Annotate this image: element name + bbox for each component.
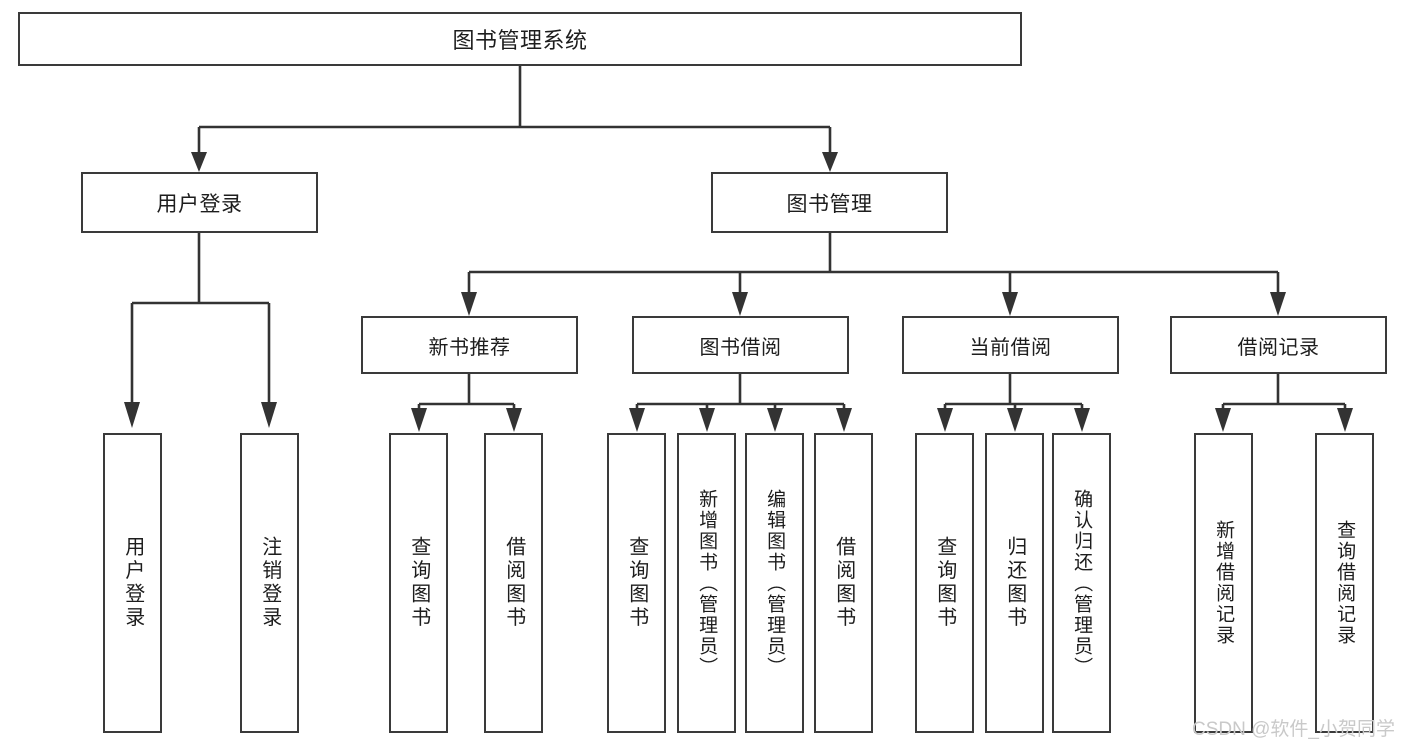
leaf-label: 确认归还（管理员） — [1071, 488, 1093, 678]
leaf-label: 注销登录 — [258, 536, 281, 630]
leaf-label: 查询图书 — [933, 536, 956, 630]
leaf-add-borrowing-record[interactable]: 新增借阅记录 — [1194, 433, 1253, 733]
node-borrowing-records[interactable]: 借阅记录 — [1170, 316, 1387, 374]
leaf-label: 用户登录 — [121, 536, 144, 630]
leaf-borrow-books-under-recommendation[interactable]: 借阅图书 — [484, 433, 543, 733]
leaf-label: 借阅图书 — [832, 536, 855, 630]
leaf-label: 查询图书 — [407, 536, 430, 630]
node-root-book-management-system[interactable]: 图书管理系统 — [18, 12, 1022, 66]
leaf-query-borrowing-record[interactable]: 查询借阅记录 — [1315, 433, 1374, 733]
leaf-edit-book-admin[interactable]: 编辑图书（管理员） — [745, 433, 804, 733]
leaf-borrow-books-under-borrowing[interactable]: 借阅图书 — [814, 433, 873, 733]
leaf-label: 归还图书 — [1003, 536, 1026, 630]
leaf-logout[interactable]: 注销登录 — [240, 433, 299, 733]
node-user-login[interactable]: 用户登录 — [81, 172, 318, 233]
leaf-query-books-under-borrowing[interactable]: 查询图书 — [607, 433, 666, 733]
leaf-label: 新增图书（管理员） — [696, 488, 718, 678]
node-book-borrowing[interactable]: 图书借阅 — [632, 316, 849, 374]
node-current-borrowing[interactable]: 当前借阅 — [902, 316, 1119, 374]
leaf-label: 查询借阅记录 — [1334, 520, 1356, 646]
leaf-confirm-return-admin[interactable]: 确认归还（管理员） — [1052, 433, 1111, 733]
leaf-label: 新增借阅记录 — [1213, 520, 1235, 646]
node-new-book-recommendation[interactable]: 新书推荐 — [361, 316, 578, 374]
leaf-query-books-under-current[interactable]: 查询图书 — [915, 433, 974, 733]
leaf-query-books-under-recommendation[interactable]: 查询图书 — [389, 433, 448, 733]
leaf-label: 编辑图书（管理员） — [764, 488, 786, 678]
leaf-user-login[interactable]: 用户登录 — [103, 433, 162, 733]
leaf-return-books[interactable]: 归还图书 — [985, 433, 1044, 733]
leaf-label: 查询图书 — [625, 536, 648, 630]
leaf-add-book-admin[interactable]: 新增图书（管理员） — [677, 433, 736, 733]
node-book-management[interactable]: 图书管理 — [711, 172, 948, 233]
csdn-watermark: CSDN @软件_小贺同学 — [1192, 719, 1395, 740]
leaf-label: 借阅图书 — [502, 536, 525, 630]
